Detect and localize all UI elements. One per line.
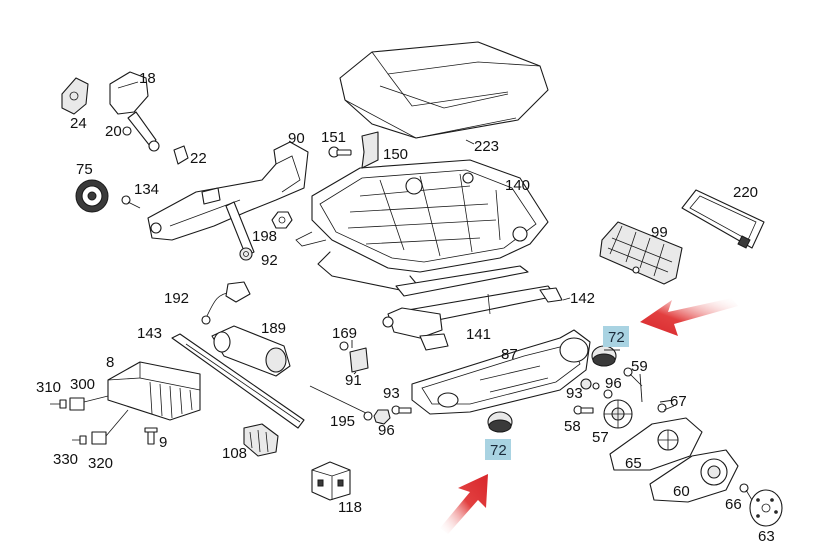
seatbelt-buckle-part [109, 71, 160, 152]
callout-96-left: 96 [378, 422, 395, 439]
callout-134: 134 [134, 181, 159, 198]
callout-108: 108 [222, 445, 247, 462]
callout-20: 20 [105, 123, 122, 140]
pin-310-part [50, 399, 67, 409]
callout-9: 9 [159, 434, 167, 451]
nut-96-right-part [580, 378, 592, 390]
callout-75: 75 [76, 161, 93, 178]
callout-141: 141 [466, 326, 491, 343]
screw-67-part [657, 403, 675, 413]
cable-192-part [201, 281, 251, 325]
callout-58: 58 [564, 418, 581, 435]
red-arrow-lower-icon [440, 474, 488, 534]
callout-220: 220 [733, 184, 758, 201]
panel-cover-part [681, 189, 765, 249]
callout-195: 195 [330, 413, 355, 430]
callout-330: 330 [53, 451, 78, 468]
cover-65-part [609, 417, 703, 471]
callout-60: 60 [673, 483, 690, 500]
callout-57: 57 [592, 429, 609, 446]
bracket-169-part [339, 341, 369, 373]
callout-99: 99 [651, 224, 668, 241]
bolt-93-right-part [592, 382, 613, 399]
connector-320-part [91, 409, 129, 445]
callout-192: 192 [164, 290, 189, 307]
connector-300-part [69, 395, 109, 411]
callout-91: 91 [345, 372, 362, 389]
callout-143: 143 [137, 325, 162, 342]
seat-cushion-part [339, 41, 549, 139]
callout-320: 320 [88, 455, 113, 472]
side-trim-part [147, 141, 309, 257]
nut-198-part [271, 211, 293, 229]
callout-150: 150 [383, 146, 408, 163]
callout-72-upper: 72 [608, 329, 625, 346]
callout-90: 90 [288, 130, 305, 147]
rail-143-part [171, 333, 305, 429]
callout-65: 65 [625, 455, 642, 472]
callout-151: 151 [321, 129, 346, 146]
pin-330-part [72, 435, 87, 445]
callout-198: 198 [252, 228, 277, 245]
callout-66: 66 [725, 496, 742, 513]
callout-72-lower: 72 [490, 442, 507, 459]
red-arrow-upper-icon [640, 298, 738, 336]
screw-66-part [739, 483, 753, 501]
screw-20-part [122, 126, 132, 136]
callout-59: 59 [631, 358, 648, 375]
nut-96-left-part [373, 409, 391, 425]
callout-189: 189 [261, 320, 286, 337]
callout-310: 310 [36, 379, 61, 396]
disc-63-part [749, 489, 783, 527]
callout-24: 24 [70, 115, 87, 132]
callout-92: 92 [261, 252, 278, 269]
connector-108-part [243, 423, 279, 457]
screw-58-part [573, 405, 594, 415]
bracket-150-part [361, 131, 379, 169]
leader-lines [351, 340, 675, 403]
callout-223: 223 [474, 138, 499, 155]
rod-195-part [309, 385, 373, 421]
clip-22-part [173, 145, 189, 165]
callout-87: 87 [501, 346, 518, 363]
callout-93-right: 93 [566, 385, 583, 402]
motor-189-part [211, 325, 291, 377]
bolt-59-part [623, 367, 643, 387]
seat-pan-part [599, 221, 683, 285]
lower-trim-87-part [411, 329, 591, 415]
callout-118: 118 [338, 499, 362, 516]
callout-18: 18 [139, 70, 156, 87]
screw-134-part [121, 195, 141, 209]
callout-96-right: 96 [605, 375, 622, 392]
seat-rail-part [382, 285, 563, 351]
cover-60-part [649, 449, 739, 503]
callout-93-left: 93 [383, 385, 400, 402]
knob-72-lower-part [487, 411, 513, 433]
highlight-box-72-upper [603, 326, 629, 347]
control-module-part [107, 361, 201, 421]
callout-8: 8 [106, 354, 114, 371]
knob-72-upper-part [591, 345, 617, 367]
bolt-151-part [328, 146, 352, 158]
callout-169: 169 [332, 325, 357, 342]
callout-63: 63 [758, 528, 775, 545]
highlight-box-72-lower [485, 439, 511, 460]
callout-22: 22 [190, 150, 207, 167]
seat-frame-part [295, 159, 549, 297]
switch-block-118-part [311, 461, 351, 501]
callout-140: 140 [505, 177, 530, 194]
callout-67: 67 [670, 393, 687, 410]
gear-wheel-part [75, 179, 109, 213]
screw-9-part [144, 427, 158, 445]
nut-92-part [239, 247, 253, 261]
callout-300: 300 [70, 376, 95, 393]
bolt-93-left-part [391, 405, 412, 415]
mechanism-57-part [603, 399, 633, 429]
buckle-cover-part [61, 77, 89, 115]
callout-142: 142 [570, 290, 595, 307]
